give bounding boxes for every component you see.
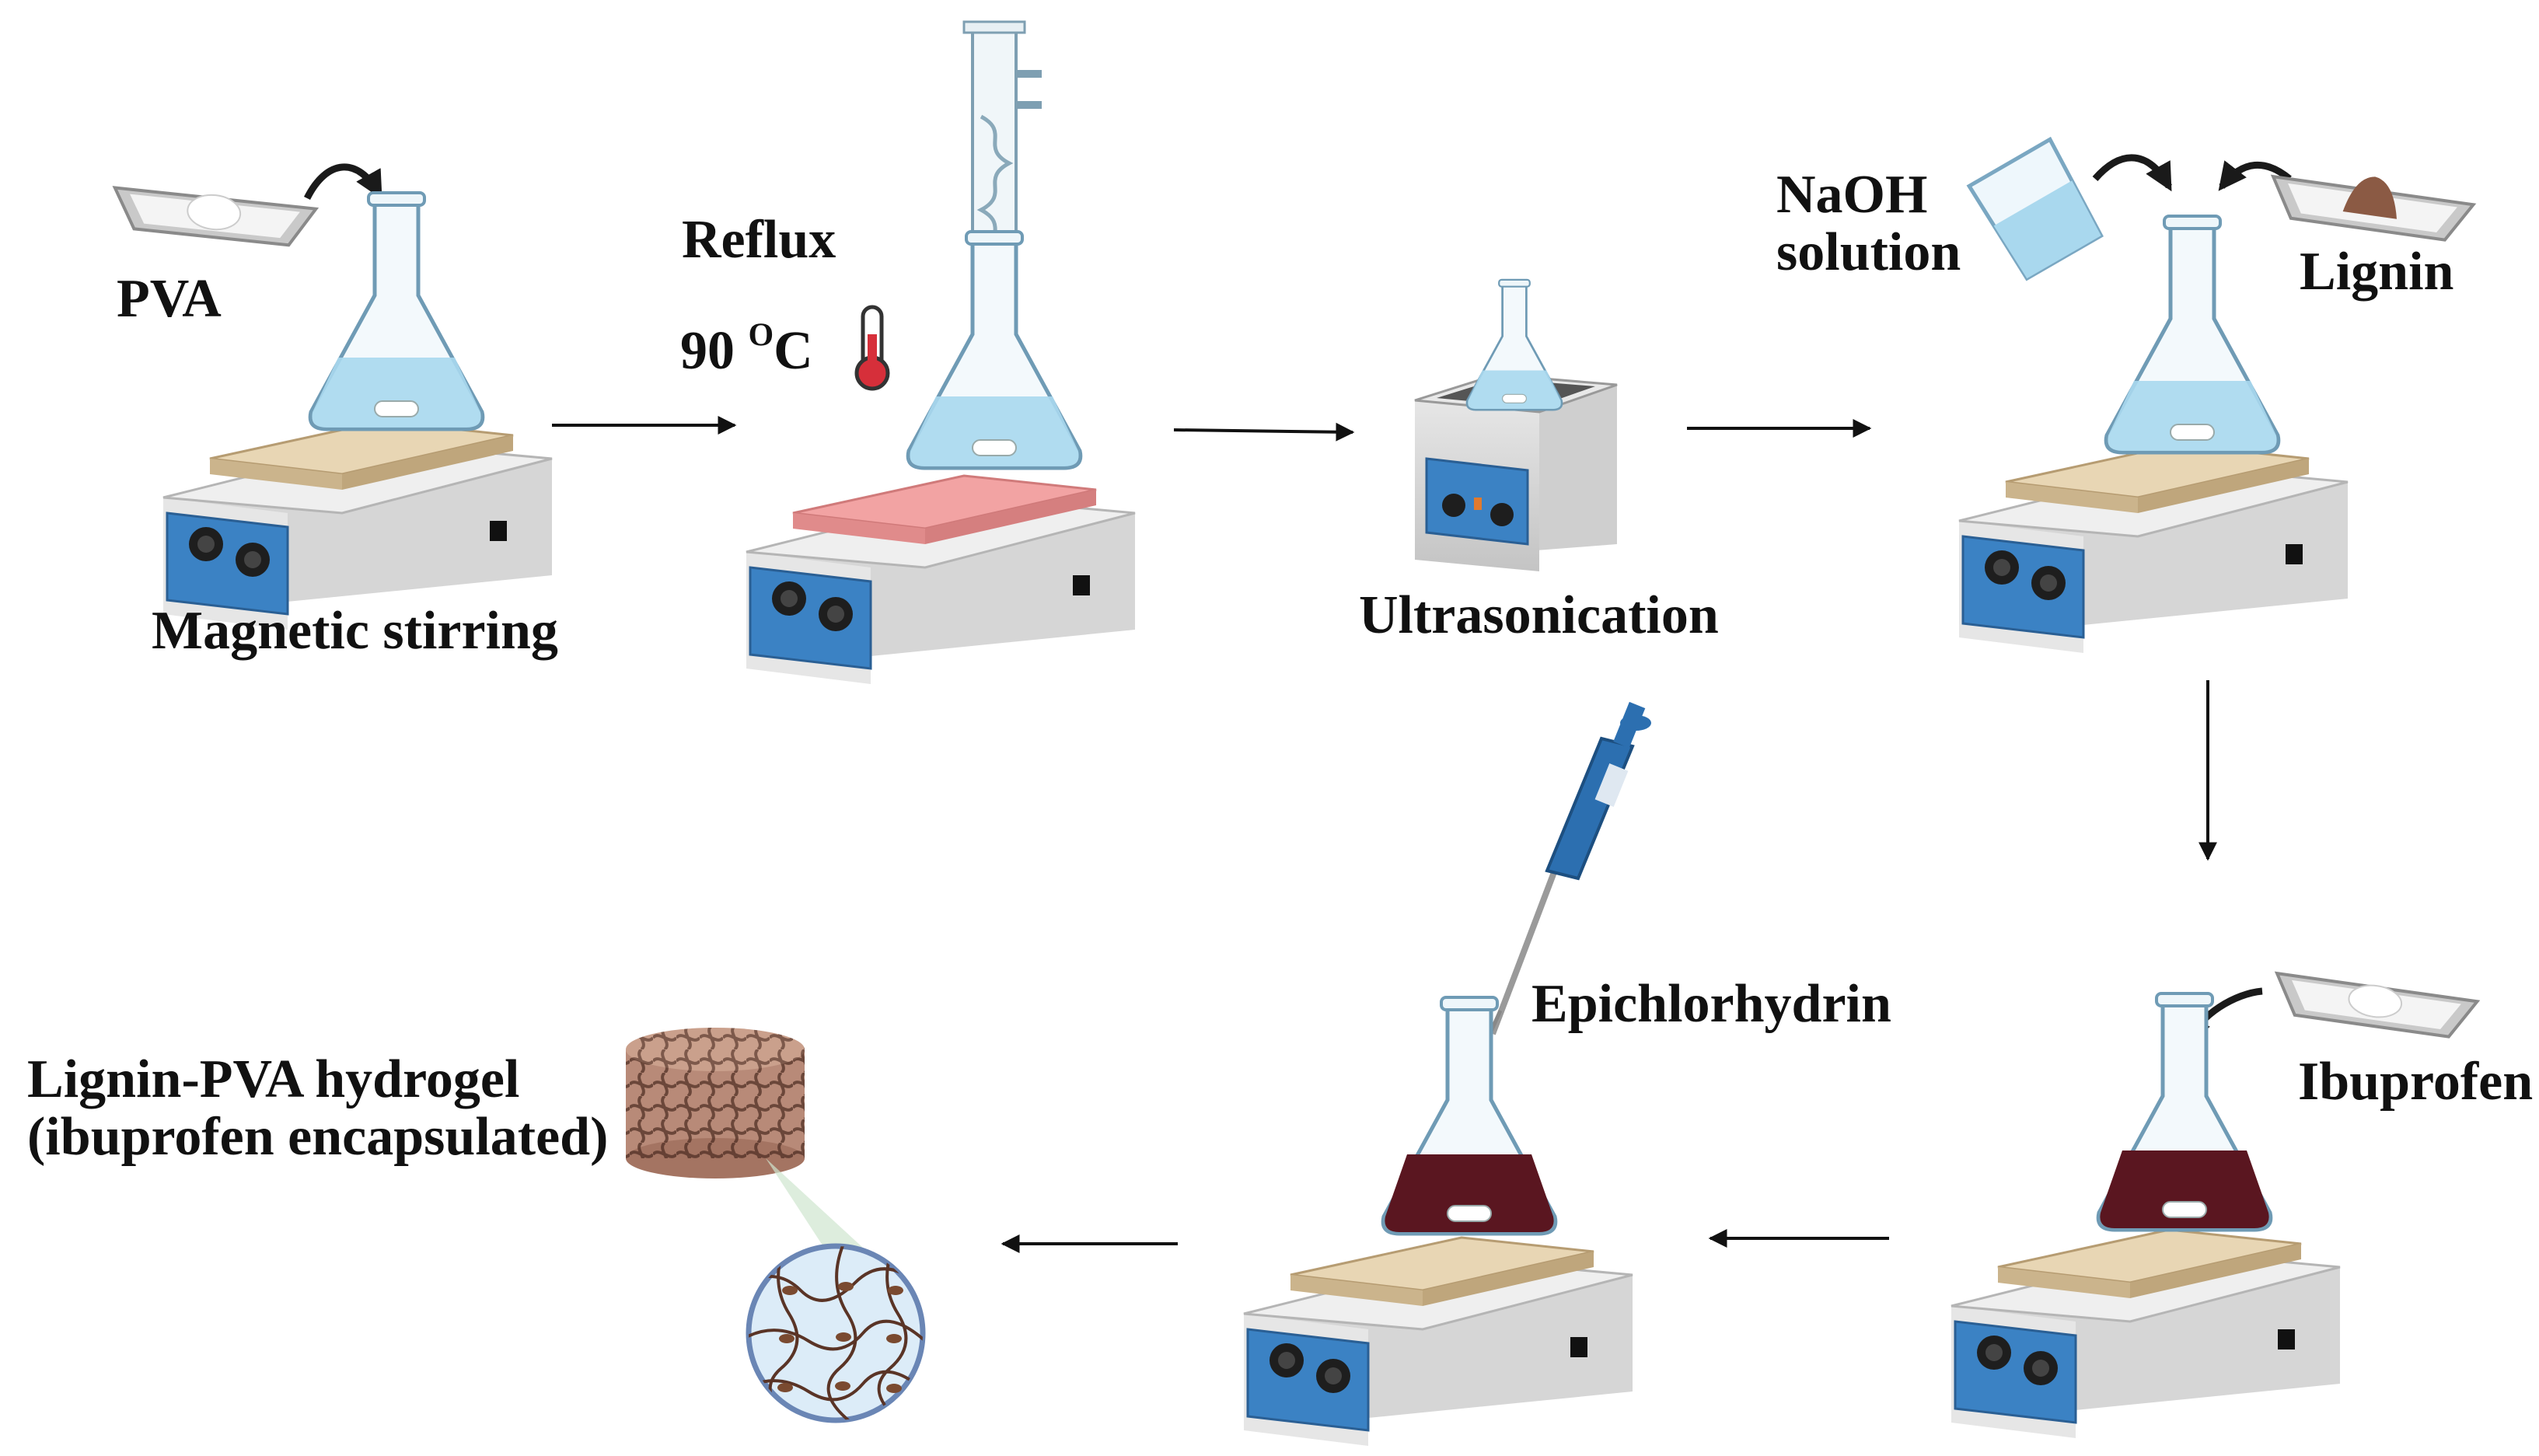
product-label-line2: (ibuprofen encapsulated) [27,1107,609,1167]
product-label: Lignin-PVA hydrogel(ibuprofen encapsulat… [27,1051,608,1166]
curved-arrow-icon [2218,160,2292,191]
weigh-boat-icon [2266,175,2475,245]
temperature-label: 90 OC [680,319,813,381]
flask-icon [2106,216,2279,452]
flask-icon [908,232,1081,468]
arrow-step2-to-step3 [1173,422,1355,442]
product-hydrogel [626,1028,926,1423]
pipette-icon [1484,701,1651,1043]
polymer-network-icon [746,1243,926,1423]
curved-arrow-icon [303,163,382,201]
magnetic-stirring-label: Magnetic stirring [152,601,558,661]
beaker-icon [1966,136,2104,281]
hotplate-stirrer-icon [1242,1236,1634,1447]
lignin-label: Lignin [2300,242,2454,302]
pva-label: PVA [117,269,222,329]
hotplate-stirrer-icon [1950,1228,2342,1440]
flask-icon [1383,997,1556,1234]
ultrasonication-label: Ultrasonication [1359,585,1719,645]
hotplate-stirrer-icon [1958,443,2349,655]
hotplate-stirrer-icon [745,474,1137,686]
curved-arrow-icon [2092,154,2172,192]
flask-icon [1465,278,1563,411]
temperature-degree: O [748,317,774,354]
flask-icon [310,193,483,429]
weigh-boat-icon [2270,972,2479,1042]
flask-icon [2098,993,2271,1230]
step-pva-stirring [109,163,554,631]
step-reflux [745,20,1137,686]
step-ibuprofen [1950,972,2479,1440]
step-epichlorhydrin [1242,701,1651,1447]
weigh-boat-icon [109,186,318,250]
naoh-label-line1: NaOH [1776,165,1928,225]
temperature-unit: C [774,321,813,381]
ibuprofen-label: Ibuprofen [2298,1052,2534,1112]
thermometer-icon [854,305,890,391]
step-naoh-lignin [1958,136,2475,655]
reflux-label: Reflux [682,210,836,270]
temperature-value: 90 [680,321,749,381]
hotplate-stirrer-icon [162,420,554,631]
epichlorhydrin-label: Epichlorhydrin [1531,974,1891,1034]
hydrogel-disc-icon [626,1028,805,1178]
reflux-condenser-icon [962,20,1042,305]
naoh-label-line2: solution [1776,222,1961,282]
step-ultrasonication [1414,278,1618,571]
product-label-line1: Lignin-PVA hydrogel [27,1049,520,1109]
process-arrows [552,416,2217,1253]
